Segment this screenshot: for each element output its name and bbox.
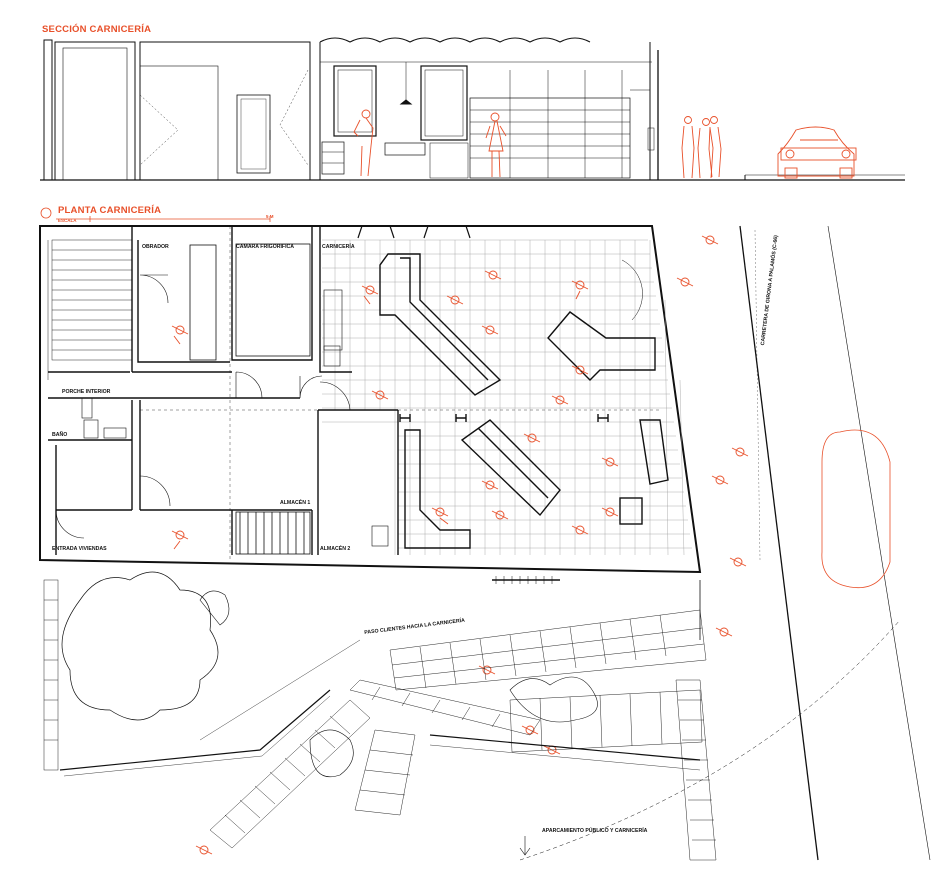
plan-figures — [171, 235, 749, 855]
site-label-aparcamiento: APARCAMIENTO PÚBLICO Y CARNICERÍA — [542, 828, 648, 834]
floor-plan — [39, 225, 702, 584]
room-label-entrada: ENTRADA VIVIENDAS — [52, 546, 107, 552]
scale-label: ESCALA — [58, 218, 77, 223]
room-label-obrador: OBRADOR — [142, 244, 169, 250]
room-label-almacen1: ALMACÉN 1 — [280, 500, 311, 506]
room-label-porche: PORCHE INTERIOR — [62, 389, 111, 395]
section-figures — [353, 109, 857, 179]
scale-max-label: 5 M — [266, 214, 274, 219]
room-label-bano: BAÑO — [52, 432, 68, 438]
room-label-almacen2: ALMACÉN 2 — [320, 546, 351, 552]
room-label-carniceria: CARNICERÍA — [322, 244, 355, 250]
section-elevation — [40, 37, 905, 181]
plan-title: PLANTA CARNICERÍA — [58, 205, 162, 216]
section-title: SECCIÓN CARNICERÍA — [42, 24, 152, 35]
room-label-camara: CAMARA FRIGORIFICA — [236, 244, 295, 250]
scale-bar — [40, 207, 271, 222]
site-plan — [43, 225, 931, 861]
